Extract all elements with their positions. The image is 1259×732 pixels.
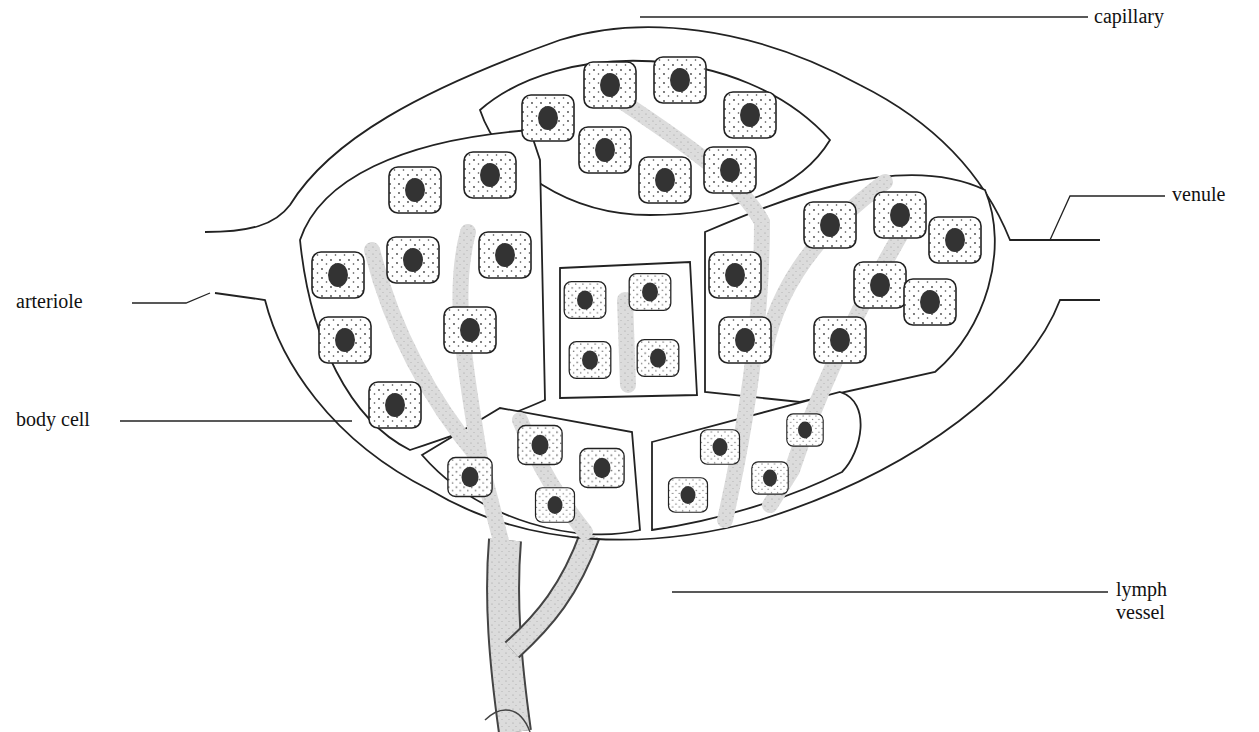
part-label: body cell xyxy=(16,408,116,431)
part-label: lymph vessel xyxy=(1116,578,1186,624)
capillary-wall xyxy=(205,27,1100,539)
lymph-trunk xyxy=(485,535,590,732)
lymph-capillaries xyxy=(372,100,908,545)
leader-lines xyxy=(120,17,1165,592)
body-cells xyxy=(312,57,981,522)
tissue-compartments xyxy=(300,61,995,535)
part-label: venule xyxy=(1172,183,1252,206)
part-label: capillary xyxy=(1094,5,1244,28)
part-label: arteriole xyxy=(16,290,126,313)
